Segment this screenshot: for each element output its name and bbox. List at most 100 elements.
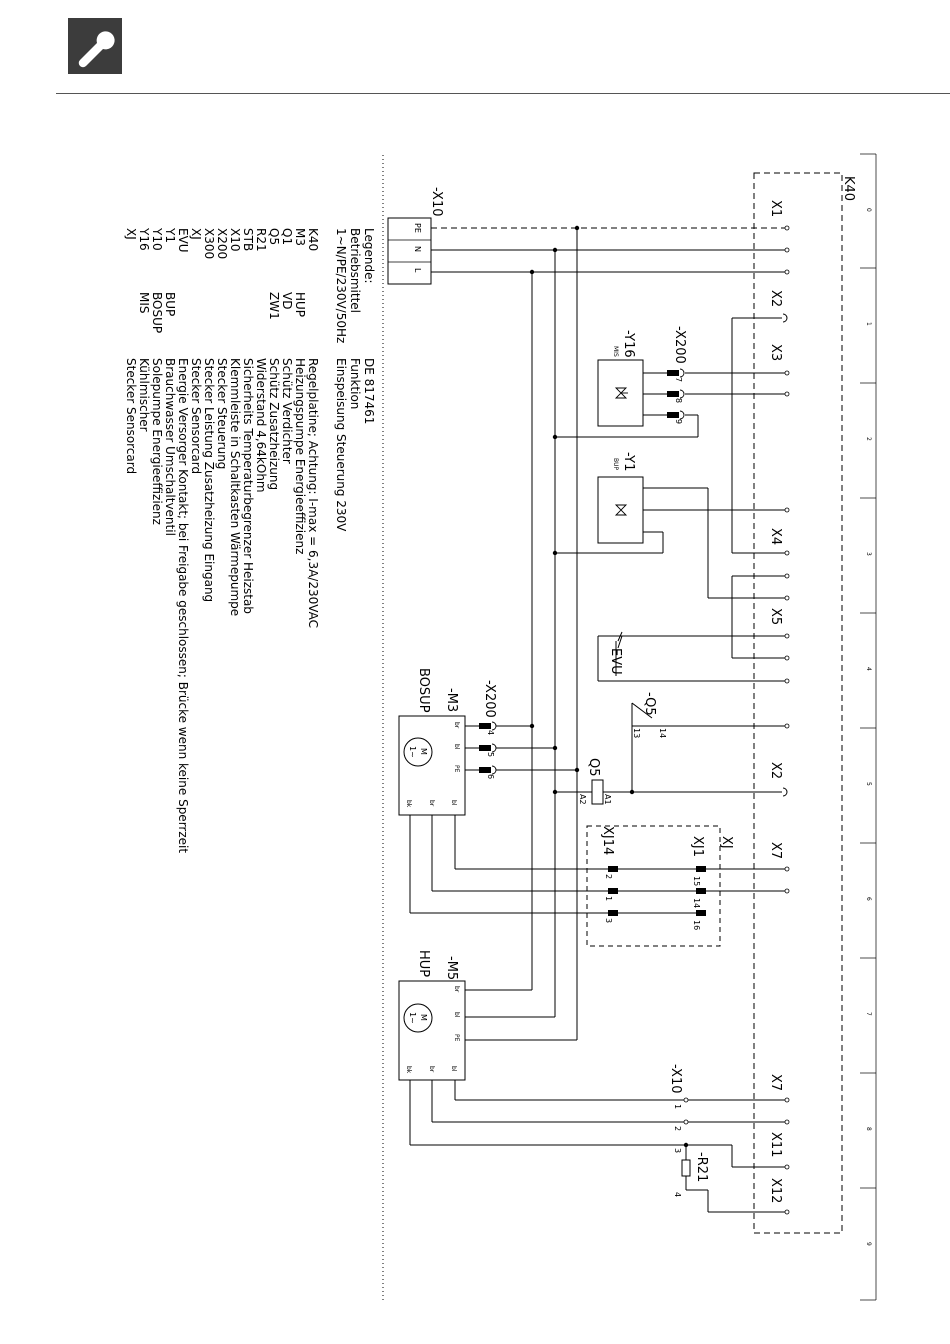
pin-label: 8 [674, 398, 683, 403]
scale-label: 7 [865, 1012, 872, 1016]
wire-label: bk [405, 1066, 412, 1074]
m5-label: -M5 [444, 956, 459, 980]
wire-label: br [453, 722, 460, 729]
m3-label: -M3 [444, 688, 459, 712]
scale-label: 3 [865, 552, 872, 556]
pin-label: 13 [632, 728, 641, 738]
legend-doc: DE 817461 [362, 358, 376, 424]
legend-desc: Solepumpe Energieeffizienz [150, 358, 164, 525]
wire-label: PE [453, 765, 460, 773]
sheet-scale [860, 153, 877, 1301]
x11-label: X11 [768, 1132, 783, 1157]
legend-code: Y16 [137, 227, 151, 251]
x1-label: X1 [768, 200, 783, 217]
mis-label: MIS [612, 346, 619, 357]
motor-sub-label: 1~ [408, 746, 417, 758]
wire-label: bl [453, 744, 460, 750]
legend-code: EVU [176, 228, 190, 253]
legend-code: X300 [202, 228, 216, 259]
r21-resistor [681, 1159, 691, 1177]
y1-label: -Y1 [621, 452, 636, 471]
x10-terminal-block [387, 217, 432, 285]
m3-pump [398, 715, 466, 816]
wire-label: bl [453, 1012, 460, 1018]
legend-desc: Widerstand 4,64kOhm [254, 358, 268, 493]
wire-label: bk [405, 800, 412, 808]
legend-supply: 1~N/PE/230V/50Hz [334, 228, 348, 343]
evu-contact [615, 631, 628, 676]
legend-desc: Energie Versorger Kontakt; bei Freigabe … [176, 358, 190, 853]
x12-label: X12 [768, 1178, 783, 1203]
legend-alias: BUP [163, 292, 177, 316]
legend-alias: MIS [137, 292, 151, 314]
header-rule [56, 93, 950, 94]
hup-label: HUP [416, 950, 431, 977]
x2-connector [782, 313, 788, 323]
legend-alias: HUP [293, 292, 307, 317]
q5-coil-label: Q5 [586, 758, 601, 777]
scale-label: 8 [865, 1127, 872, 1131]
scale-label: 9 [865, 1242, 872, 1246]
xj-plugs [608, 866, 706, 916]
pin-label: A1 [603, 794, 612, 805]
xj14-label: XJ14 [600, 826, 615, 855]
y16-label: -Y16 [621, 330, 636, 358]
xj1-label: XJ1 [690, 836, 705, 857]
x2-label: X2 [768, 290, 783, 307]
k40-label: K40 [841, 176, 856, 201]
x200-plugs [479, 723, 491, 773]
pin-label: 3 [673, 1148, 682, 1153]
legend-title: Legende: [362, 228, 376, 284]
bosup-label: BOSUP [416, 668, 431, 713]
legend-code: Y1 [163, 227, 177, 243]
pin-label: 9 [674, 419, 683, 424]
legend-code: K40 [306, 228, 320, 251]
legend: Legende: Betriebsmittel 1~N/PE/230V/50Hz… [124, 227, 376, 853]
motor-label: M [419, 748, 428, 755]
x10-label: -X10 [429, 187, 444, 217]
wire-label: PE [453, 1034, 460, 1042]
m5-pump [398, 980, 466, 1081]
y1-switch-valve [597, 476, 644, 544]
legend-desc: Sicherheits Temperaturbegrenzer Heizstab [241, 358, 255, 614]
pin-label: 1 [604, 896, 613, 901]
x200-label: -X200 [482, 680, 497, 718]
pin-label: 14 [658, 728, 667, 738]
legend-desc: Kühlmischer [137, 358, 151, 432]
board-terminals [683, 225, 790, 1215]
pin-label: 2 [604, 874, 613, 879]
legend-code: XJ [124, 228, 138, 240]
legend-desc: Regelplatine; Achtung: I-max = 6,3A/230V… [306, 358, 320, 628]
legend-function: Funktion [348, 358, 362, 409]
legend-code: XJ [189, 228, 203, 240]
pin-label: 1 [673, 1104, 682, 1109]
pin-label: 4 [486, 730, 495, 735]
k40-board [753, 172, 843, 1234]
legend-alias: VD [280, 292, 294, 309]
legend-code: M3 [293, 228, 307, 246]
pin-label: 5 [486, 752, 495, 757]
legend-desc: Schütz Verdichter [280, 358, 294, 464]
x3-label: X3 [768, 344, 783, 361]
scale-label: 6 [865, 897, 872, 901]
junctions [529, 225, 689, 1148]
legend-desc: Brauchwasser Umschaltventil [163, 358, 177, 536]
valve-icon [614, 504, 628, 516]
wrench-icon [68, 18, 122, 74]
legend-desc: Schütz Zusatzheizung [267, 358, 281, 490]
legend-desc: Stecker Sensorcard [124, 358, 138, 474]
pin-label: 14 [692, 898, 701, 908]
x7-label: X7 [768, 1074, 783, 1091]
legend-subtitle: Betriebsmittel [348, 228, 362, 313]
legend-code: Q5 [267, 228, 281, 245]
legend-desc: Klemmleiste in Schaltkasten Wärmepumpe [228, 358, 242, 616]
pin-label: 16 [692, 920, 701, 930]
wire-label: br [428, 1066, 435, 1073]
y16-mixer-valve [597, 359, 644, 427]
wire-label: bl [450, 1066, 457, 1072]
terminal-l: L [413, 268, 422, 273]
scale-label: 5 [865, 782, 872, 786]
legend-desc: Stecker Leistung Zusatzheizung Eingang [202, 358, 216, 602]
legend-code: Y10 [150, 227, 164, 251]
pin-label: 7 [674, 377, 683, 382]
